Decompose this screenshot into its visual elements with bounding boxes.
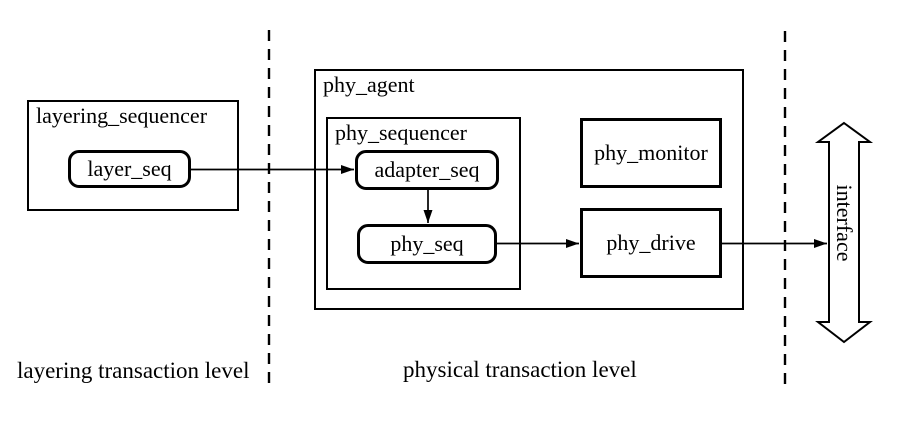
layering-sequencer-box: layering_sequencer layer_seq — [27, 100, 239, 211]
phy-agent-box: phy_agent phy_sequencer adapter_seq phy_… — [314, 69, 744, 310]
phy-monitor-box: phy_monitor — [580, 118, 722, 188]
phy-drive-box: phy_drive — [580, 208, 722, 278]
adapter-seq-label: adapter_seq — [374, 157, 480, 182]
phy-seq-label: phy_seq — [390, 231, 464, 256]
zone-label-physical: physical transaction level — [403, 357, 637, 382]
layer-seq-label: layer_seq — [87, 156, 172, 181]
zone-label-layering: layering transaction level — [17, 358, 250, 383]
layering-sequencer-label: layering_sequencer — [36, 103, 208, 128]
phy-monitor-label: phy_monitor — [594, 140, 708, 165]
adapter-seq-node: adapter_seq — [355, 150, 499, 190]
phy-sequencer-box: phy_sequencer adapter_seq phy_seq — [326, 117, 521, 290]
phy-drive-label: phy_drive — [606, 230, 696, 255]
interface-label: interface — [832, 184, 857, 262]
phy-seq-node: phy_seq — [357, 224, 497, 264]
phy-agent-label: phy_agent — [323, 72, 415, 97]
layer-seq-node: layer_seq — [68, 150, 191, 188]
phy-sequencer-label: phy_sequencer — [335, 120, 467, 145]
